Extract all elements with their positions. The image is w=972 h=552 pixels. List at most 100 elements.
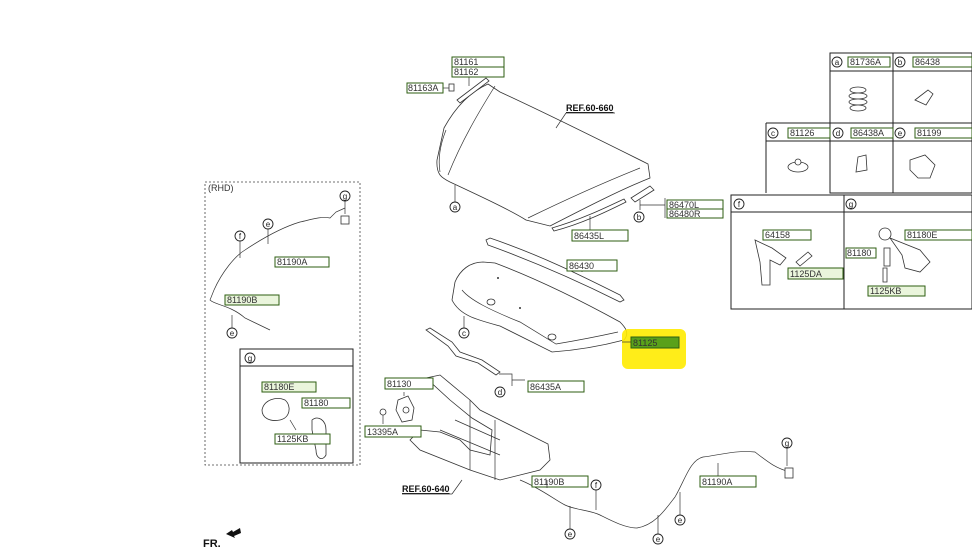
release-handle[interactable] — [784, 467, 794, 479]
latch-81180E-icon — [878, 227, 931, 273]
svg-text:1125DA: 1125DA — [790, 269, 822, 279]
svg-text:f: f — [239, 232, 242, 241]
clip-86438A-icon — [855, 154, 868, 173]
ref-carrier: REF.60-640 — [402, 484, 450, 494]
plug-81126-icon — [787, 158, 809, 173]
label-rhd-81190B[interactable]: 81190B — [224, 294, 280, 306]
label-81190B[interactable]: 81190B — [531, 475, 589, 488]
panel-f[interactable]: f 64158 1125DA — [733, 198, 844, 280]
callout-e-cable-1[interactable]: e — [564, 506, 576, 540]
svg-text:e: e — [898, 129, 903, 138]
rhd-label: (RHD) — [208, 183, 234, 193]
rhd-cable[interactable] — [209, 207, 346, 331]
callout-e-cable-2[interactable]: e — [652, 515, 664, 545]
svg-text:d: d — [498, 388, 502, 397]
bracket-81199-icon — [909, 154, 936, 179]
table-cell-e[interactable]: e 81199 — [894, 127, 972, 139]
rod-86430[interactable] — [485, 237, 625, 303]
bolt-1125KB-icon — [882, 267, 888, 283]
label-rhd-1125KB[interactable]: 1125KB — [274, 433, 331, 445]
nut-13395A — [379, 408, 387, 416]
label-86480R[interactable]: 86480R — [666, 208, 724, 219]
svg-text:e: e — [568, 530, 573, 539]
svg-text:86435A: 86435A — [530, 382, 561, 392]
label-86435L[interactable]: 86435L — [571, 229, 629, 242]
label-rhd-81190A[interactable]: 81190A — [274, 256, 330, 268]
svg-text:13395A: 13395A — [367, 427, 398, 437]
panel-g[interactable]: g 81180E 81180 1125KB — [845, 198, 972, 297]
label-rhd-81180E[interactable]: 81180E — [261, 381, 317, 393]
svg-text:81190A: 81190A — [277, 257, 307, 267]
table-cell-d[interactable]: d 86438A — [832, 127, 894, 139]
label-81161[interactable]: 81161 — [451, 56, 505, 68]
svg-text:81199: 81199 — [917, 128, 941, 138]
svg-text:81130: 81130 — [387, 379, 411, 389]
svg-text:d: d — [836, 129, 840, 138]
label-81130[interactable]: 81130 — [384, 377, 434, 390]
callout-rhd-g-panel[interactable]: g — [244, 352, 256, 364]
release-cable[interactable] — [519, 451, 791, 529]
label-81162[interactable]: 81162 — [451, 66, 505, 78]
label-81163A[interactable]: 81163A — [406, 82, 444, 94]
svg-text:g: g — [785, 439, 789, 448]
callout-a[interactable]: a — [449, 185, 461, 213]
svg-text:81161: 81161 — [454, 57, 478, 67]
callout-f-cable[interactable]: f — [590, 479, 602, 510]
svg-text:64158: 64158 — [765, 230, 790, 240]
rhd-g-panel — [239, 348, 354, 464]
callout-d[interactable]: d — [494, 386, 506, 398]
svg-text:86438: 86438 — [915, 57, 940, 67]
label-13395A[interactable]: 13395A — [364, 425, 422, 438]
highlight-81125 — [622, 329, 686, 369]
hood-insulator[interactable] — [451, 261, 628, 353]
svg-text:81190B: 81190B — [534, 477, 564, 487]
front-carrier[interactable] — [409, 374, 551, 481]
seal-86470L[interactable] — [630, 185, 655, 203]
table-cell-c[interactable]: c 81126 — [767, 127, 831, 139]
callout-rhd-f[interactable]: f — [234, 230, 246, 258]
svg-text:a: a — [835, 58, 840, 67]
svg-text:81125: 81125 — [633, 338, 657, 348]
label-86435A[interactable]: 86435A — [527, 380, 585, 393]
label-81190A[interactable]: 81190A — [699, 475, 757, 488]
svg-text:81736A: 81736A — [850, 57, 881, 67]
svg-text:81190B: 81190B — [227, 295, 257, 305]
label-rhd-81180[interactable]: 81180 — [301, 397, 351, 409]
svg-text:e: e — [656, 535, 661, 544]
label-81125[interactable]: 81125 — [630, 336, 680, 349]
seal-86435A[interactable] — [425, 327, 501, 376]
table-cell-b[interactable]: b 86438 — [894, 56, 972, 68]
svg-text:86435L: 86435L — [574, 231, 604, 241]
svg-text:86480R: 86480R — [669, 209, 701, 219]
callout-rhd-e-top[interactable]: e — [262, 218, 274, 244]
svg-text:c: c — [462, 329, 466, 338]
callout-c[interactable]: c — [458, 316, 470, 339]
svg-text:g: g — [248, 354, 252, 363]
callout-g-cable[interactable]: g — [781, 437, 793, 466]
callout-e-cable-3[interactable]: e — [674, 492, 686, 526]
svg-text:e: e — [678, 516, 683, 525]
parts-table-bottom — [730, 194, 972, 310]
table-cell-a[interactable]: a 81736A — [831, 56, 891, 68]
callout-rhd-g[interactable]: g — [339, 190, 351, 214]
lever-81180-icon — [883, 247, 891, 267]
svg-text:81163A: 81163A — [408, 83, 438, 93]
svg-text:g: g — [343, 192, 347, 201]
svg-text:86438A: 86438A — [853, 128, 884, 138]
svg-text:81190A: 81190A — [702, 477, 732, 487]
hood-latch-81130[interactable] — [395, 395, 415, 423]
hood-panel[interactable] — [436, 83, 651, 227]
callout-b[interactable]: b — [633, 211, 645, 223]
svg-text:f: f — [738, 200, 741, 209]
parts-table-top — [765, 52, 972, 194]
hood-stay[interactable] — [456, 77, 490, 104]
svg-text:b: b — [898, 58, 903, 67]
weatherstrip-86435L[interactable] — [551, 198, 627, 232]
callout-rhd-e-bottom[interactable]: e — [226, 315, 238, 339]
svg-text:81180E: 81180E — [907, 230, 937, 240]
svg-text:81180: 81180 — [847, 248, 871, 258]
svg-text:b: b — [637, 213, 642, 222]
bracket-64158-icon — [754, 239, 787, 286]
label-86430[interactable]: 86430 — [566, 259, 618, 272]
